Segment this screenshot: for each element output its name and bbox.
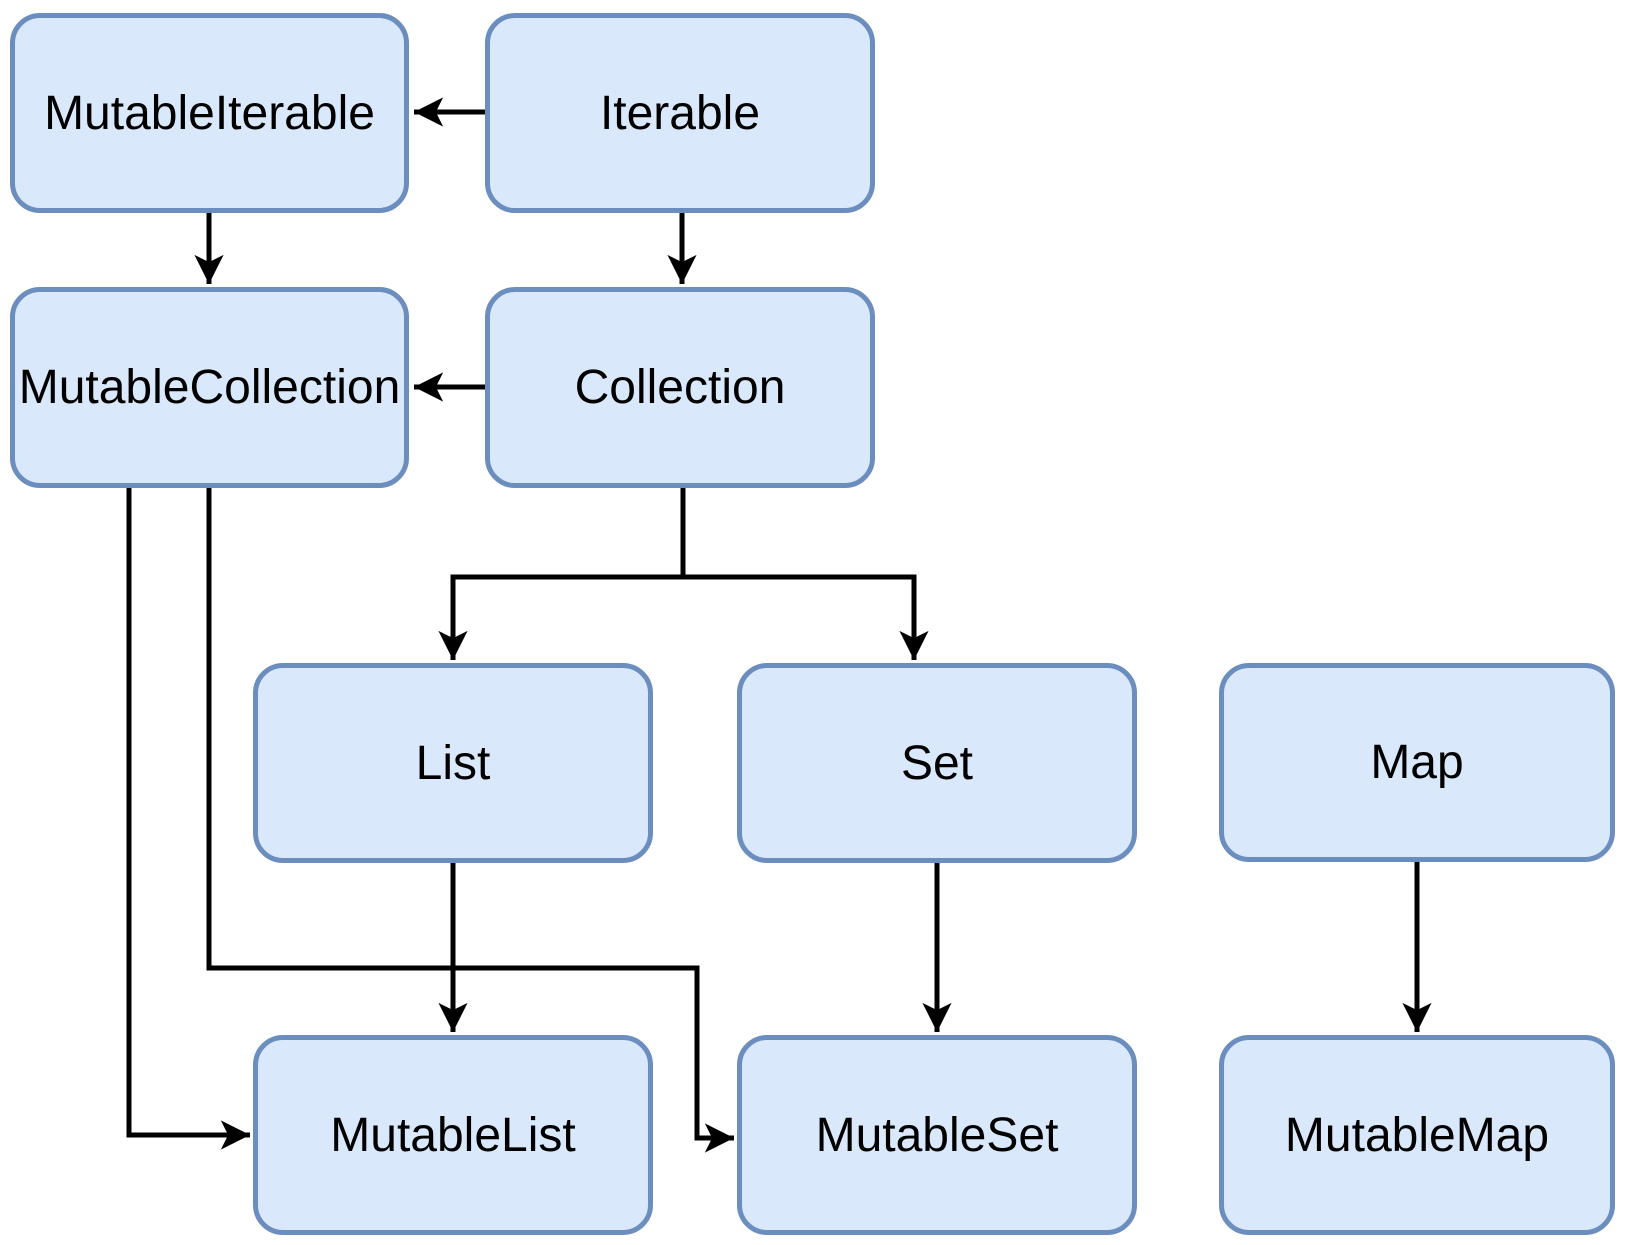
node-iterable: Iterable	[485, 13, 875, 213]
node-set: Set	[737, 663, 1137, 863]
node-collection: Collection	[485, 287, 875, 488]
edge-mutable-collection-mutable-list	[126, 488, 250, 1150]
node-mutable-map: MutableMap	[1219, 1035, 1615, 1235]
node-mutable-iterable: MutableIterable	[10, 13, 409, 213]
edge-mutable-collection-mutable-set	[206, 488, 734, 1153]
node-mutable-set: MutableSet	[737, 1035, 1137, 1235]
edge-collection-set	[683, 574, 929, 660]
node-list: List	[253, 663, 653, 863]
edge-collection-list	[438, 488, 686, 660]
node-mutable-list: MutableList	[253, 1035, 653, 1235]
node-map: Map	[1219, 663, 1615, 862]
node-mutable-collection: MutableCollection	[10, 287, 409, 488]
